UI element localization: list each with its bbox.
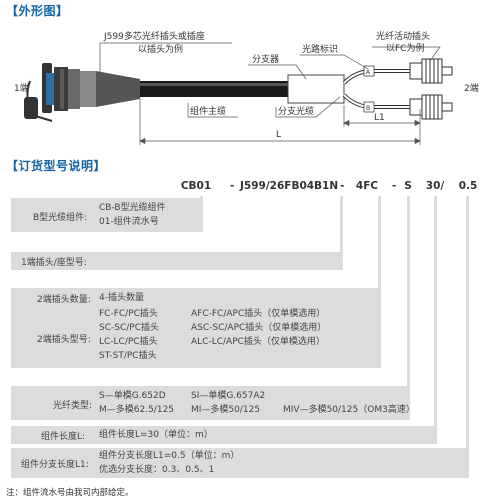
branch-cable-lower <box>342 93 418 109</box>
path-mark-label: 光路标识 <box>302 43 338 55</box>
row-branch-length: 组件分支长度L1: 组件分支长度L1=0.5（单位：m） 优选分支长度：0.3、… <box>11 448 469 478</box>
fc-connector-lower <box>409 94 453 120</box>
row-end2-count-value: 4-插头数量 <box>99 293 144 303</box>
plug-alc: ALC-LC/APC插头（仅单模选用） <box>191 337 325 347</box>
bar-c4 <box>407 196 410 420</box>
fc-connector-upper <box>409 58 453 84</box>
l-dimension-label: L <box>276 130 281 140</box>
row-type: B型光缆组件: CB-B型光缆组件 01-组件流水号 <box>11 198 203 232</box>
row-branch-length-label: 组件分支长度L1: <box>21 460 89 470</box>
plug-st: ST-ST/PC插头 <box>99 351 157 361</box>
j599-connector-graphic <box>24 63 140 122</box>
row-branch-length-value: 组件分支长度L1=0.5（单位：m） <box>99 451 240 461</box>
end2-label: 2端 <box>464 82 479 94</box>
fiber-s: S—单模G.652D <box>99 391 166 401</box>
code-dash-1: - <box>230 180 235 192</box>
end1-label: 1端 <box>14 82 29 94</box>
code-4fc: 4FC <box>355 180 379 192</box>
plug-lc: LC-LC/PC插头 <box>99 337 158 347</box>
fiber-connector-line2: 以FC为例 <box>386 42 424 54</box>
row-end1: 1端插头/座型号: <box>11 252 343 270</box>
row-type-value-2: 01-组件流水号 <box>99 217 159 227</box>
fiber-miv: MIV—多模50/125（OM3高速） <box>283 405 415 415</box>
code-dash-2: - <box>340 180 345 192</box>
branch-cable-label: 分支光缆 <box>278 105 314 117</box>
footnote: 注：组件流水号由我司内部给定。 <box>6 488 134 498</box>
code-s: S <box>404 180 412 192</box>
row-end2-count-label: 2端插头数量: <box>37 295 91 305</box>
row-fiber-type-label: 光纤类型: <box>53 401 93 411</box>
bar-c5 <box>434 196 437 444</box>
row-length-value: 组件长度L=30（单位：m） <box>99 430 213 440</box>
bar-c3 <box>378 196 381 368</box>
plug-afc: AFC-FC/APC插头（仅单模选用） <box>191 309 326 319</box>
row-fiber-type: 光纤类型: S—单模G.652D SI—单模G.657A2 M—多模62.5/1… <box>11 386 415 420</box>
plug-fc: FC-FC/PC插头 <box>99 309 158 319</box>
code-cb01: CB01 <box>180 180 212 192</box>
row-length-label: 组件长度L: <box>41 432 86 442</box>
row-end1-label: 1端插头/座型号: <box>21 258 87 268</box>
fiber-si: SI—单模G.657A2 <box>191 391 266 401</box>
row-type-value-1: CB-B型光缆组件 <box>99 203 166 213</box>
code-05: 0.5 <box>458 180 478 192</box>
branch-cable-upper <box>342 69 418 85</box>
j599-note-line2: 以插头为例 <box>138 43 183 55</box>
l1-dimension-label: L1 <box>374 113 385 123</box>
main-cable-label: 组件主缆 <box>190 105 226 117</box>
row-end2: 2端插头数量: 4-插头数量 2端插头型号: FC-FC/PC插头 SC-SC/… <box>11 288 381 368</box>
cable-assembly-diagram: 1端 2端 A B <box>14 30 479 145</box>
bar-c2 <box>340 196 343 258</box>
code-dash-3: - <box>392 180 397 192</box>
fiber-connector-line1: 光纤活动插头 <box>376 30 430 42</box>
row-branch-preferred: 优选分支长度：0.3、0.5、1 <box>99 465 215 475</box>
row-end2-type-label: 2端插头型号: <box>37 335 91 345</box>
bar-c6 <box>466 196 469 474</box>
fiber-mi: MI—多模50/125 <box>191 405 261 415</box>
code-30: 30/ <box>425 180 445 192</box>
fiber-m: M—多模62.5/125 <box>99 405 175 415</box>
row-length: 组件长度L: 组件长度L=30（单位：m） <box>11 426 437 444</box>
row-type-label: B型光缆组件: <box>33 213 88 223</box>
appearance-title: 【外形图】 <box>6 4 69 18</box>
plug-asc: ASC-SC/APC插头（仅单模选用） <box>191 323 327 333</box>
splitter-graphic <box>287 74 345 104</box>
code-j599: J599/26FB04B1N <box>240 180 339 192</box>
plug-sc: SC-SC/PC插头 <box>99 323 159 333</box>
path-mark-a: A <box>366 69 371 76</box>
order-title: 【订货型号说明】 <box>6 159 107 173</box>
j599-note-line1: J599多芯光纤插头或插座 <box>103 30 205 42</box>
path-mark-b: B <box>366 105 370 112</box>
splitter-label: 分支器 <box>252 53 279 65</box>
